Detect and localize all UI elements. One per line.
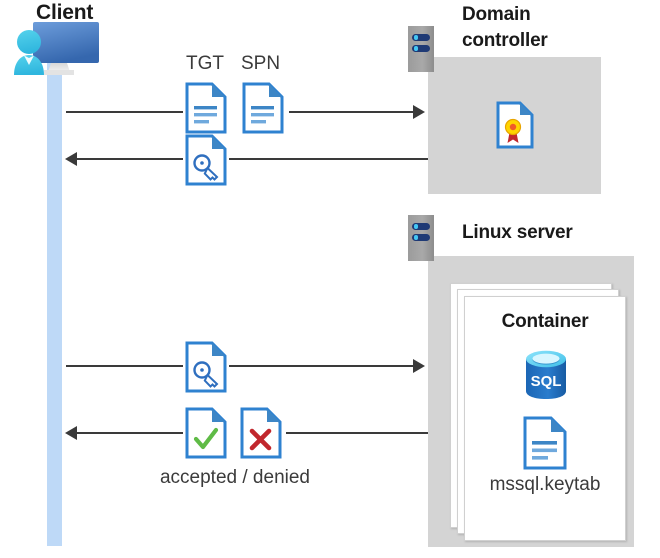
flow-request-arrowhead (413, 105, 425, 119)
document-lines-icon (185, 82, 227, 134)
flow-auth-line-right (229, 365, 414, 367)
flow-ticket-line-right (229, 158, 428, 160)
linux-server-title: Linux server (462, 222, 573, 243)
domain-controller-title: Domain controller (462, 2, 612, 54)
server-rack-icon (408, 215, 438, 265)
spn-label: SPN (241, 53, 281, 74)
flow-ticket-arrowhead (65, 152, 77, 166)
document-certificate-icon (496, 101, 534, 149)
document-cross-icon (240, 407, 282, 459)
flow-ticket-line-left (76, 158, 183, 160)
flow-request-line-left (66, 111, 183, 113)
client-lifeline-bar (47, 62, 62, 546)
client-workstation-icon (8, 18, 108, 80)
sql-badge-text: SQL (531, 373, 562, 390)
server-rack-icon (408, 26, 438, 76)
domain-controller-title-line1: Domain (462, 4, 531, 25)
container-title: Container (501, 311, 589, 332)
flow-result-line-left (76, 432, 183, 434)
document-key-icon (185, 341, 227, 393)
document-check-icon (185, 407, 227, 459)
domain-controller-title-line2: controller (462, 30, 548, 51)
tgt-label: TGT (186, 53, 224, 74)
document-lines-icon (242, 82, 284, 134)
flow-result-line-right (286, 432, 428, 434)
accepted-denied-label: accepted / denied (159, 467, 310, 488)
flow-result-arrowhead (65, 426, 77, 440)
page-title-client: Client (36, 1, 94, 24)
flow-request-line-right (289, 111, 414, 113)
flow-auth-line-left (66, 365, 183, 367)
flow-auth-arrowhead (413, 359, 425, 373)
sql-database-icon: SQL (522, 348, 570, 407)
keytab-filename-label: mssql.keytab (489, 474, 601, 495)
document-lines-icon (523, 416, 567, 470)
document-key-icon (185, 134, 227, 186)
